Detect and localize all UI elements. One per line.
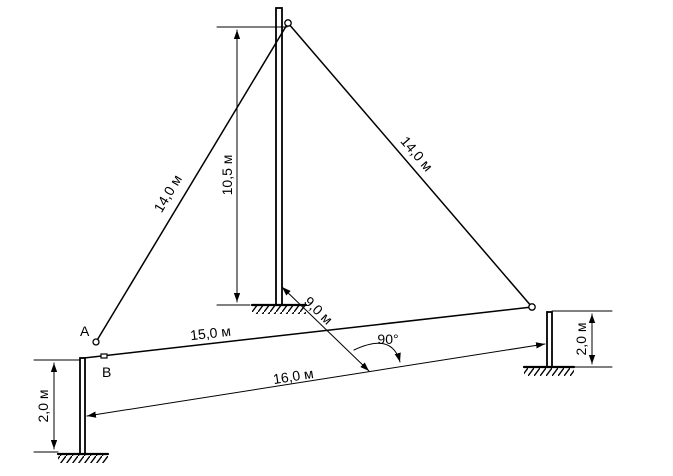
right-post-height-label: 2,0 м (573, 323, 589, 356)
left-guy-wire (95, 22, 289, 343)
left-post-height-label: 2,0 м (35, 390, 51, 423)
point-a-joint (92, 338, 100, 346)
mast-height-label: 10,5 м (219, 155, 235, 196)
top-joint (284, 19, 292, 27)
base-span-label: 16,0 м (272, 365, 315, 387)
right-anchor-joint (528, 303, 536, 311)
mast-to-line-dimension (281, 286, 370, 372)
line-ab-label: 15,0 м (189, 323, 231, 344)
mast-height-dimension (216, 26, 288, 306)
point-a-label: A (80, 323, 90, 339)
left-post-height-dimension (33, 359, 81, 453)
angle-label: 90° (377, 331, 398, 347)
left-post (56, 357, 110, 463)
right-post-height-dimension (551, 310, 613, 368)
left-guy-label: 14,0 м (150, 172, 185, 215)
point-b-joint (100, 353, 108, 359)
right-post (522, 311, 576, 376)
right-guy-label: 14,0 м (397, 133, 436, 174)
base-span-dimension (86, 342, 546, 418)
central-mast (250, 7, 308, 314)
point-b-label: B (102, 364, 111, 380)
right-guy-wire (287, 22, 533, 308)
ground-line-ab (83, 306, 533, 359)
